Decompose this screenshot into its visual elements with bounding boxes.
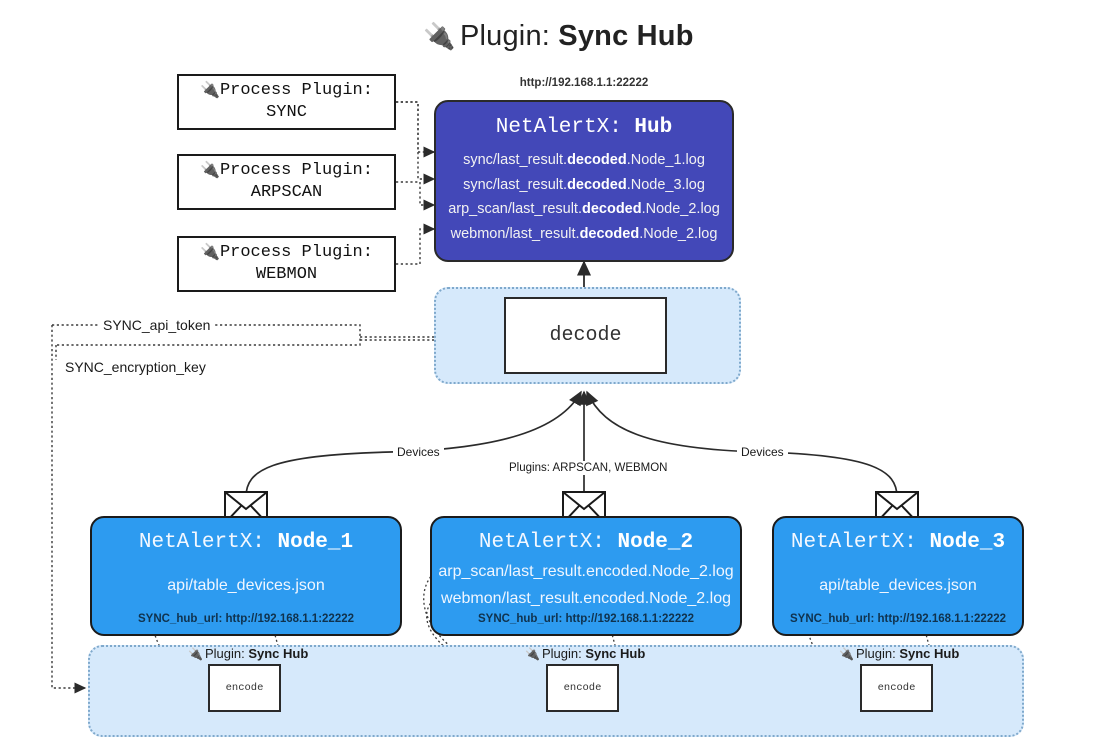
plug-icon: 🔌 xyxy=(525,647,540,661)
node-box-node-3[interactable]: NetAlertX: Node_3 api/table_devices.json… xyxy=(772,516,1024,636)
encode-box-2[interactable]: encode xyxy=(546,664,619,712)
node-box-node-2[interactable]: NetAlertX: Node_2 arp_scan/last_result.e… xyxy=(430,516,742,636)
encode-box-1[interactable]: encode xyxy=(208,664,281,712)
node-line: arp_scan/last_result.encoded.Node_2.log xyxy=(438,563,734,580)
hub-log-line: sync/last_result.decoded.Node_3.log xyxy=(463,176,705,193)
node-line-list: arp_scan/last_result.encoded.Node_2.log … xyxy=(432,558,740,612)
sync-api-token-label: SYNC_api_token xyxy=(100,317,214,334)
process-plugin-box-webmon[interactable]: 🔌Process Plugin: WEBMON xyxy=(177,236,396,292)
node-footer: SYNC_hub_url: http://192.168.1.1:22222 xyxy=(789,613,1007,625)
page-title-name: Sync Hub xyxy=(558,20,694,52)
decode-box[interactable]: decode xyxy=(504,297,667,374)
node-line: api/table_devices.json xyxy=(819,576,977,594)
devices-label-left: Devices xyxy=(393,445,444,459)
encode-box-3[interactable]: encode xyxy=(860,664,933,712)
hub-log-line: arp_scan/last_result.decoded.Node_2.log xyxy=(448,201,720,217)
node-title: NetAlertX: Node_3 xyxy=(790,531,1006,554)
plug-icon: 🔌 xyxy=(188,647,203,661)
node-box-node-1[interactable]: NetAlertX: Node_1 api/table_devices.json… xyxy=(90,516,402,636)
node-line: api/table_devices.json xyxy=(167,576,325,594)
hub-log-line: webmon/last_result.decoded.Node_2.log xyxy=(450,225,718,242)
hub-node[interactable]: NetAlertX: Hub sync/last_result.decoded.… xyxy=(434,100,734,262)
plug-icon: 🔌 xyxy=(200,244,220,262)
encode-plugin-caption-2: 🔌Plugin: Sync Hub xyxy=(525,646,646,661)
hub-log-line: sync/last_result.decoded.Node_1.log xyxy=(463,152,705,168)
page-title-prefix: Plugin: xyxy=(459,20,559,52)
hub-url-label: http://192.168.1.1:22222 xyxy=(519,77,649,89)
page-title: 🔌Plugin: Sync Hub xyxy=(0,16,1117,56)
process-plugin-line2: WEBMON xyxy=(255,265,318,284)
nodes-to-decode-arrows xyxy=(245,390,898,498)
plug-icon: 🔌 xyxy=(200,82,220,100)
process-plugin-line2: SYNC xyxy=(266,103,307,122)
node-line-list: api/table_devices.json xyxy=(92,558,400,612)
node-line-list: api/table_devices.json xyxy=(774,558,1022,612)
node-title: NetAlertX: Node_1 xyxy=(138,531,354,554)
process-plugin-line2: ARPSCAN xyxy=(250,183,323,202)
node-line: webmon/last_result.encoded.Node_2.log xyxy=(441,590,731,607)
node-title: NetAlertX: Node_2 xyxy=(478,531,694,554)
process-plugin-box-arpscan[interactable]: 🔌Process Plugin: ARPSCAN xyxy=(177,154,396,210)
encode-plugin-caption-3: 🔌Plugin: Sync Hub xyxy=(839,646,960,661)
plug-icon: 🔌 xyxy=(200,162,220,180)
process-plugin-line1: 🔌Process Plugin: xyxy=(200,243,373,262)
plugins-label-center: Plugins: ARPSCAN, WEBMON xyxy=(505,461,672,475)
process-plugin-line1: 🔌Process Plugin: xyxy=(200,81,373,100)
process-plugin-box-sync[interactable]: 🔌Process Plugin: SYNC xyxy=(177,74,396,130)
sync-encryption-key-label: SYNC_encryption_key xyxy=(62,359,209,376)
node-footer: SYNC_hub_url: http://192.168.1.1:22222 xyxy=(137,613,355,625)
encode-plugin-caption-1: 🔌Plugin: Sync Hub xyxy=(188,646,309,661)
plugin-to-hub-wires xyxy=(396,101,436,265)
hub-log-list: sync/last_result.decoded.Node_1.log sync… xyxy=(436,148,732,246)
process-plugin-line1: 🔌Process Plugin: xyxy=(200,161,373,180)
node-footer: SYNC_hub_url: http://192.168.1.1:22222 xyxy=(477,613,695,625)
plug-icon: 🔌 xyxy=(839,647,854,661)
hub-title: NetAlertX: Hub xyxy=(495,116,673,139)
devices-label-right: Devices xyxy=(737,445,788,459)
plug-icon: 🔌 xyxy=(423,21,456,51)
